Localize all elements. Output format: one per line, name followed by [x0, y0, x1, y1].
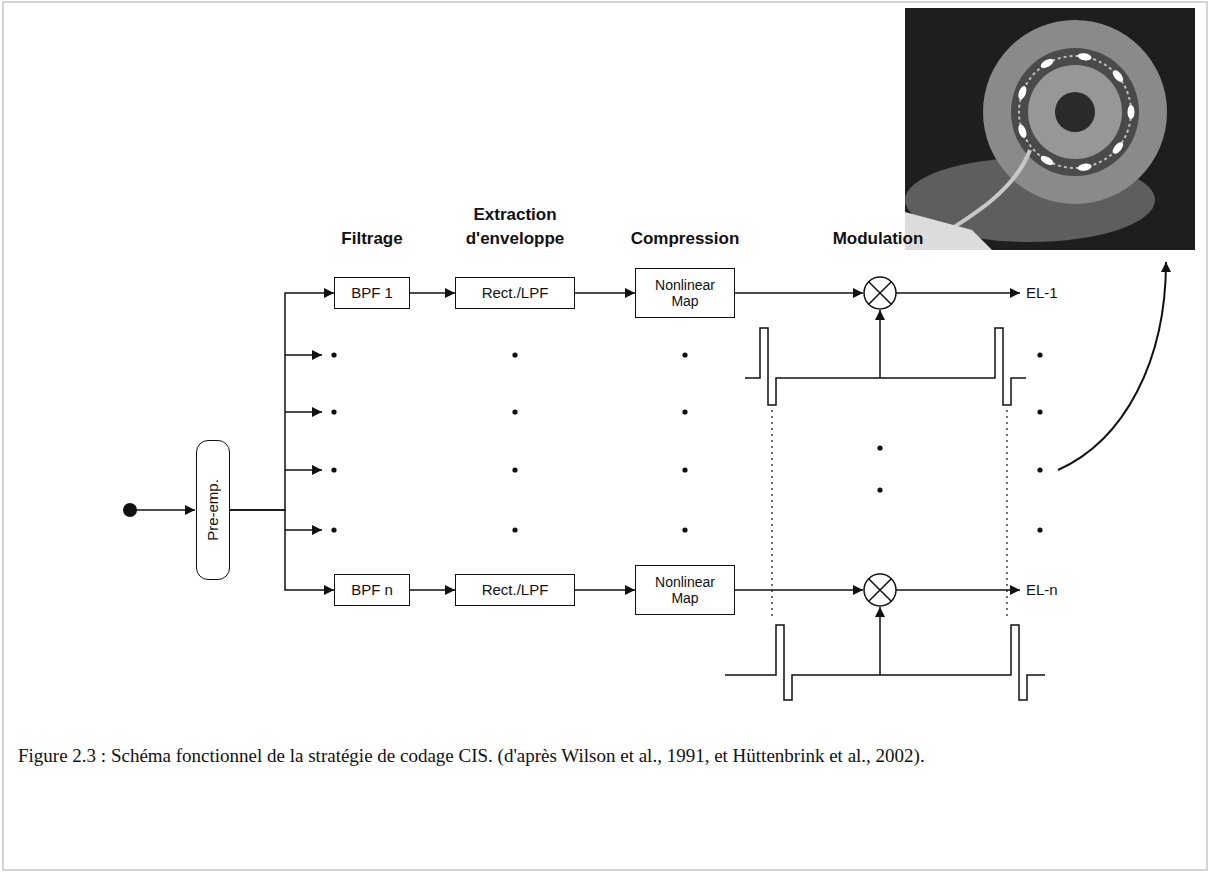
pulse-train [745, 328, 1026, 405]
ellipsis-dot [512, 352, 517, 357]
multiplier-cross [869, 579, 892, 602]
connector-arrow [410, 292, 455, 294]
ellipsis-dot [331, 527, 336, 532]
cochlea-apex [1055, 92, 1095, 132]
ellipsis-dot [512, 527, 517, 532]
box-text: Nonlinear Map [643, 574, 727, 606]
carrier-arrow [879, 607, 881, 675]
cochlea-photo [905, 8, 1195, 250]
signal-wire [734, 292, 863, 294]
electrode-contact [1128, 105, 1135, 119]
envelope-box: Rect./LPF [455, 574, 575, 606]
multiplier-cross [869, 282, 892, 305]
electrode-contact [1111, 140, 1125, 155]
electrode-contact [1077, 163, 1092, 172]
electrode-label: EL-n [1026, 579, 1058, 601]
column-heading: Modulation [803, 227, 953, 252]
multiplier-cross [869, 579, 892, 602]
cochlea-outer [983, 20, 1167, 204]
branch-arrow [285, 529, 322, 531]
ellipsis-dot [682, 352, 687, 357]
figure-frame [3, 2, 1207, 870]
input-dot [123, 503, 137, 517]
box-text: Rect./LPF [482, 284, 549, 301]
filter-box: BPF 1 [334, 277, 410, 309]
output-wire [896, 292, 1020, 294]
connector-layer [230, 293, 635, 590]
electrode-contact [1017, 85, 1028, 101]
compression-box: Nonlinear Map [635, 565, 735, 615]
ellipsis-dot [331, 467, 336, 472]
ellipsis-dot [331, 409, 336, 414]
connector-arrow [575, 292, 635, 294]
carrier-arrow [879, 310, 881, 378]
box-text: Pre-emp. [204, 479, 221, 541]
box-text: BPF 1 [351, 284, 393, 301]
connector-arrow [410, 589, 455, 591]
timing-guide [771, 410, 772, 620]
ellipsis-dot [1037, 352, 1042, 357]
filter-box: BPF n [334, 574, 410, 606]
multiplier-symbol [864, 277, 896, 309]
box-text: Nonlinear Map [643, 277, 727, 309]
ellipsis-dot [512, 467, 517, 472]
compression-box: Nonlinear Map [635, 268, 735, 318]
connector-arrow [230, 293, 334, 510]
branch-arrow [285, 354, 322, 356]
ellipsis-dot [877, 445, 882, 450]
pulse-train [725, 625, 1045, 700]
box-text: Rect./LPF [482, 581, 549, 598]
branch-arrow [285, 411, 322, 413]
ellipsis-dot [331, 352, 336, 357]
electrode-contact [1111, 68, 1125, 83]
branch-arrow [285, 469, 322, 471]
ellipsis-dot [682, 467, 687, 472]
ellipsis-dot [1037, 409, 1042, 414]
cochlea-channel [1011, 48, 1139, 176]
electrode-contact [1039, 154, 1055, 167]
ellipsis-dot [682, 527, 687, 532]
electrode-contact [1077, 52, 1092, 61]
column-heading: Extraction d'enveloppe [454, 203, 576, 252]
connector-arrow [230, 510, 334, 590]
electrode-contact [1017, 123, 1028, 139]
photo-background [905, 8, 1195, 250]
electrode-array [1019, 56, 1131, 168]
figure-caption: Figure 2.3 : Schéma fonctionnel de la st… [18, 742, 1194, 771]
preemphasis-box: Pre-emp. [196, 440, 230, 580]
multiplier-cross [869, 282, 892, 305]
cochlea-inner [1028, 65, 1122, 159]
box-text: BPF n [351, 581, 393, 598]
timing-guide [1006, 410, 1007, 620]
signal-wire [734, 589, 863, 591]
multiplier-symbol [864, 574, 896, 606]
ellipsis-dot [682, 409, 687, 414]
curved-arrow [1058, 262, 1166, 470]
column-heading: Compression [610, 227, 760, 252]
connector-arrow [575, 589, 635, 591]
ellipsis-dot [877, 487, 882, 492]
output-wire [896, 589, 1020, 591]
ellipsis-dot [1037, 527, 1042, 532]
input-wire [137, 509, 195, 511]
ellipsis-dot [512, 409, 517, 414]
electrode-contact [1039, 57, 1055, 70]
envelope-box: Rect./LPF [455, 277, 575, 309]
ellipsis-dot [1037, 467, 1042, 472]
column-heading: Filtrage [307, 227, 437, 252]
electrode-label: EL-1 [1026, 282, 1058, 304]
